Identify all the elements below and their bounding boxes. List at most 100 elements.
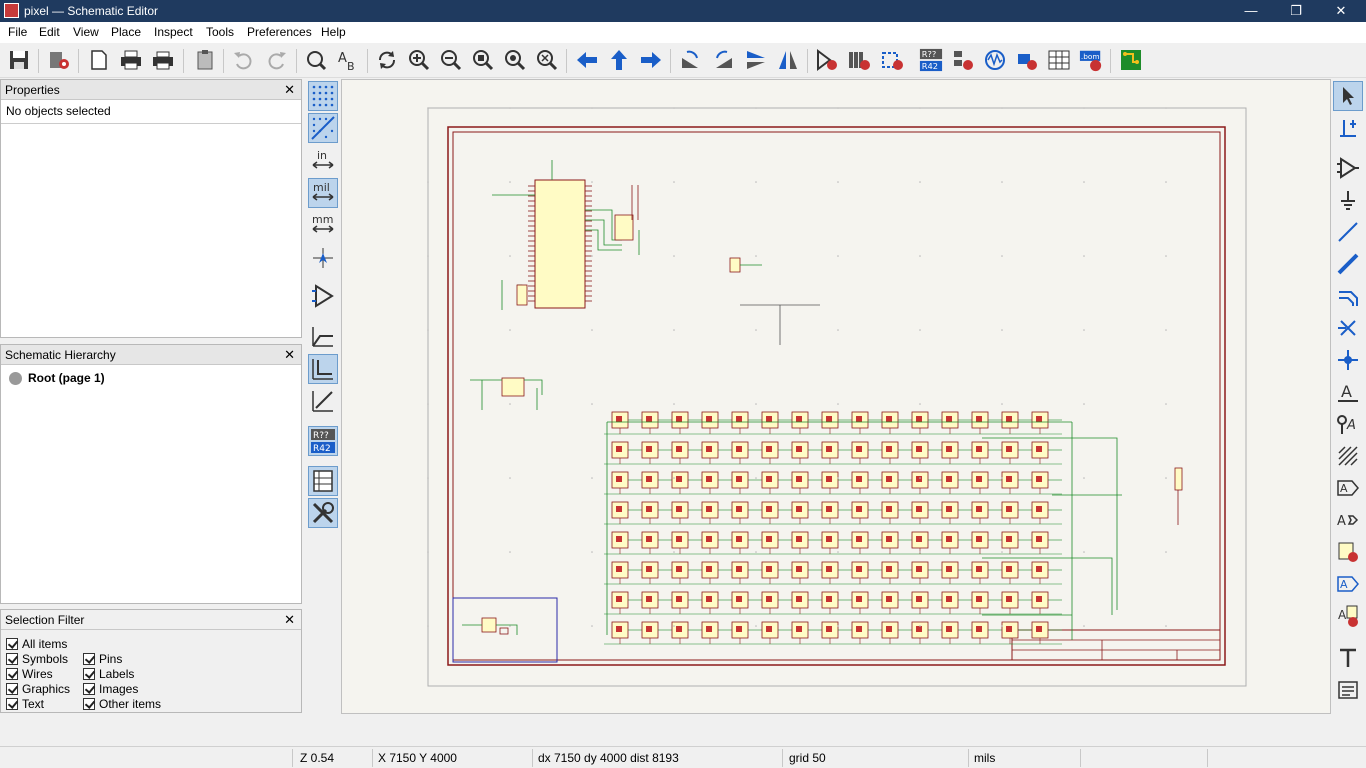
symbol-editor-icon[interactable]: [814, 47, 840, 73]
save-icon[interactable]: [6, 47, 32, 73]
add-wire-icon[interactable]: [1333, 217, 1363, 247]
add-bus-entry-icon[interactable]: [1333, 281, 1363, 311]
add-sheet-pin-icon[interactable]: A: [1333, 601, 1363, 631]
redo-icon[interactable]: [264, 47, 290, 73]
units-mil-icon[interactable]: mil: [308, 178, 338, 208]
close-window-button[interactable]: ✕: [1335, 3, 1347, 18]
menu-tools[interactable]: Tools: [206, 25, 235, 39]
line-45-degree-icon[interactable]: [308, 386, 338, 416]
add-text-icon[interactable]: [1333, 643, 1363, 673]
add-rule-area-icon[interactable]: [1333, 441, 1363, 471]
crosshair-cursor-icon[interactable]: [308, 243, 338, 273]
symbol-library-browser-icon[interactable]: [846, 47, 872, 73]
mirror-horizontal-icon[interactable]: [775, 47, 801, 73]
checkbox-checked-icon[interactable]: [83, 698, 95, 710]
bom-icon[interactable]: .bom: [1078, 47, 1104, 73]
show-pins-icon[interactable]: [308, 281, 338, 311]
simulator-icon[interactable]: [982, 47, 1008, 73]
line-any-angle-icon[interactable]: [308, 322, 338, 352]
refresh-icon[interactable]: [374, 47, 400, 73]
minimize-button[interactable]: —: [1244, 3, 1258, 18]
grid-dots-icon[interactable]: [308, 81, 338, 111]
checkbox-checked-icon[interactable]: [6, 698, 18, 710]
checkbox-checked-icon[interactable]: [83, 653, 95, 665]
close-hierarchy-icon[interactable]: ✕: [284, 347, 295, 362]
zoom-out-icon[interactable]: [438, 47, 464, 73]
mirror-vertical-icon[interactable]: [743, 47, 769, 73]
zoom-in-icon[interactable]: [406, 47, 432, 73]
filter-wires[interactable]: Wires: [6, 667, 53, 681]
line-90-degree-icon[interactable]: [308, 354, 338, 384]
rotate-ccw-icon[interactable]: [677, 47, 703, 73]
filter-graphics[interactable]: Graphics: [6, 682, 70, 696]
hierarchy-root-item[interactable]: Root (page 1): [9, 371, 105, 385]
arrow-right-icon[interactable]: [638, 47, 664, 73]
annotate-icon-left[interactable]: R??R42: [308, 426, 338, 456]
select-arrow-icon[interactable]: [1333, 81, 1363, 111]
find-icon[interactable]: [303, 47, 329, 73]
zoom-fit-icon[interactable]: [470, 47, 496, 73]
checkbox-checked-icon[interactable]: [6, 638, 18, 650]
pcb-editor-icon[interactable]: [1118, 47, 1144, 73]
close-properties-icon[interactable]: ✕: [284, 82, 295, 97]
bulk-edit-fields-icon[interactable]: [1046, 47, 1072, 73]
menu-edit[interactable]: Edit: [39, 25, 60, 39]
menu-help[interactable]: Help: [321, 25, 346, 39]
footprint-editor-icon[interactable]: [879, 47, 905, 73]
add-net-class-icon[interactable]: A: [1333, 409, 1363, 439]
no-connect-icon[interactable]: [1333, 313, 1363, 343]
filter-all-items[interactable]: All items: [6, 637, 67, 651]
add-sheet-icon[interactable]: [1333, 537, 1363, 567]
add-bus-icon[interactable]: [1333, 249, 1363, 279]
checkbox-checked-icon[interactable]: [6, 683, 18, 695]
page-settings-icon[interactable]: [86, 47, 112, 73]
add-global-label-icon[interactable]: A: [1333, 473, 1363, 503]
menu-view[interactable]: View: [73, 25, 99, 39]
add-label-icon[interactable]: A: [1333, 377, 1363, 407]
menu-place[interactable]: Place: [111, 25, 142, 39]
add-textbox-icon[interactable]: [1333, 675, 1363, 705]
restore-button[interactable]: ❐: [1290, 3, 1302, 18]
properties-tools-icon[interactable]: [308, 498, 338, 528]
add-hier-label-icon[interactable]: A: [1333, 505, 1363, 535]
rotate-cw-icon[interactable]: [711, 47, 737, 73]
schematic-canvas[interactable]: [341, 79, 1331, 714]
svg-text:A: A: [1340, 578, 1348, 591]
hierarchy-navigator-icon[interactable]: [308, 466, 338, 496]
undo-icon[interactable]: [230, 47, 256, 73]
filter-other-items[interactable]: Other items: [83, 697, 161, 711]
zoom-objects-icon[interactable]: [502, 47, 528, 73]
menu-file[interactable]: File: [8, 25, 28, 39]
add-power-icon[interactable]: [1333, 185, 1363, 215]
filter-text[interactable]: Text: [6, 697, 44, 711]
erc-icon[interactable]: [950, 47, 976, 73]
checkbox-checked-icon[interactable]: [83, 683, 95, 695]
units-inch-icon[interactable]: in: [308, 146, 338, 176]
plot-icon[interactable]: [150, 47, 176, 73]
menu-inspect[interactable]: Inspect: [154, 25, 193, 39]
filter-labels[interactable]: Labels: [83, 667, 134, 681]
zoom-selection-icon[interactable]: [534, 47, 560, 73]
checkbox-checked-icon[interactable]: [6, 668, 18, 680]
add-junction-icon[interactable]: [1333, 345, 1363, 375]
annotate-icon[interactable]: R??R42: [918, 47, 944, 73]
print-icon[interactable]: [118, 47, 144, 73]
menu-preferences[interactable]: Preferences: [247, 25, 312, 39]
checkbox-checked-icon[interactable]: [6, 653, 18, 665]
paste-icon[interactable]: [192, 47, 218, 73]
schematic-setup-icon[interactable]: [46, 47, 72, 73]
arrow-up-icon[interactable]: [606, 47, 632, 73]
add-symbol-icon[interactable]: [1333, 153, 1363, 183]
close-selection-filter-icon[interactable]: ✕: [284, 612, 295, 627]
grid-override-icon[interactable]: [308, 113, 338, 143]
assign-footprints-icon[interactable]: [1014, 47, 1040, 73]
highlight-net-icon[interactable]: [1333, 113, 1363, 143]
filter-pins[interactable]: Pins: [83, 652, 122, 666]
import-sheet-pin-icon[interactable]: A: [1333, 569, 1363, 599]
filter-symbols[interactable]: Symbols: [6, 652, 68, 666]
units-mm-icon[interactable]: mm: [308, 210, 338, 240]
checkbox-checked-icon[interactable]: [83, 668, 95, 680]
arrow-left-icon[interactable]: [574, 47, 600, 73]
filter-images[interactable]: Images: [83, 682, 138, 696]
